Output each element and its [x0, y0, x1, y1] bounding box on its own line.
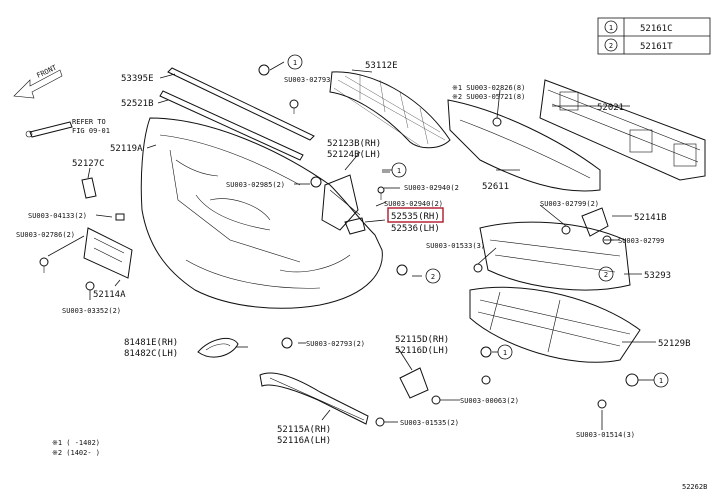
legend-marker-2-circle [604, 38, 618, 52]
fastener-01533: SU003-01533(3) [426, 242, 485, 250]
marker-2b: 2 [604, 271, 608, 279]
marker-1c: 1 [503, 349, 507, 357]
label-52115D: 52115D(RH) [395, 335, 449, 345]
legend-part-2: 52161T [640, 42, 673, 52]
leader-lines [47, 61, 656, 430]
fastener-02786: SU003-02786(2) [16, 231, 75, 239]
label-52114A: 52114A [93, 290, 126, 300]
label-52123B: 52123B(RH) [327, 139, 381, 149]
label-52521B: 52521B [121, 99, 154, 109]
fastener-03352: SU003-03352(2) [62, 307, 121, 315]
legend-table: 1 52161C 2 52161T [597, 17, 711, 55]
fastener-00063: SU003-00063(2) [460, 397, 519, 405]
legend-marker-1: 1 [609, 24, 613, 32]
lower-bracket [399, 367, 429, 399]
legend-part-1: 52161C [640, 24, 673, 34]
tow-hook-cover [81, 177, 97, 199]
fastener-02985: SU003-02985(2) [226, 181, 285, 189]
upper-moulding [159, 67, 315, 161]
fastener-02940-a: SU003-02940(2 [404, 184, 459, 192]
fastener-02799-b: SU003-02799 [618, 237, 664, 245]
fastener-01514: SU003-01514(3) [576, 431, 635, 439]
marker-1a: 1 [293, 59, 297, 67]
fastener-04133: SU003-04133(2) [28, 212, 87, 220]
license-bracket [83, 227, 133, 279]
label-52141B: 52141B [634, 213, 667, 223]
highlight-52535 [387, 207, 444, 223]
label-81482C: 81482C(LH) [124, 349, 178, 359]
figure-code: 52262B [682, 483, 707, 491]
engine-under-cover-lower [469, 286, 641, 363]
engine-under-cover-upper [479, 221, 631, 291]
label-52536: 52536(LH) [391, 224, 440, 234]
fastener-05721: ※2 SU003-05721(8) [452, 93, 525, 101]
bumper-reinforcement [539, 79, 706, 181]
mount-bracket [581, 207, 609, 237]
label-53112E: 53112E [365, 61, 398, 71]
label-52124B: 52124B(LH) [327, 150, 381, 160]
marker-circles: 1 1 2 2 1 1 [287, 54, 669, 388]
label-52021: 52021 [597, 103, 624, 113]
label-52535: 52535(RH) [391, 212, 440, 222]
lower-support [259, 372, 369, 425]
front-arrow-icon [13, 69, 63, 99]
bumper-cover [140, 117, 383, 309]
marker-1d: 1 [659, 377, 663, 385]
marker-1b: 1 [397, 167, 401, 175]
label-53395E: 53395E [121, 74, 154, 84]
side-support [321, 174, 359, 231]
fastener-02793-a: SU003-02793 [284, 76, 330, 84]
lower-grille [329, 71, 451, 149]
legend-marker-1-circle [604, 20, 618, 34]
bolt-icons [39, 64, 639, 427]
fastener-02793-b: SU003-02793(2) [306, 340, 365, 348]
label-52127C: 52127C [72, 159, 105, 169]
label-52129B: 52129B [658, 339, 691, 349]
refer-note-line2: FIG 09-01 [72, 127, 110, 135]
retainer [344, 217, 366, 235]
refer-note-line1: REFER TO [72, 118, 106, 126]
label-52115A: 52115A(RH) [277, 425, 331, 435]
date-note-line1: ※1 ( -1402) [52, 439, 100, 447]
fastener-02826: ※1 SU003-02826(8) [452, 84, 525, 92]
label-52119A: 52119A [110, 144, 143, 154]
date-note-line2: ※2 (1402- ) [52, 449, 100, 457]
fog-lamp-cover [197, 337, 239, 358]
label-52611: 52611 [482, 182, 509, 192]
fastener-02940-b: SU003-02940(2) [384, 200, 443, 208]
marker-2a: 2 [431, 273, 435, 281]
label-52116D: 52116D(LH) [395, 346, 449, 356]
front-label: FRONT [35, 63, 58, 79]
refer-rod [25, 121, 73, 138]
label-81481E: 81481E(RH) [124, 338, 178, 348]
energy-absorber [447, 99, 601, 192]
fastener-02799-a: SU003-02799(2) [540, 200, 599, 208]
fastener-01535: SU003-01535(2) [400, 419, 459, 427]
label-52116A: 52116A(LH) [277, 436, 331, 446]
legend-marker-2: 2 [609, 42, 613, 50]
label-53293: 53293 [644, 271, 671, 281]
